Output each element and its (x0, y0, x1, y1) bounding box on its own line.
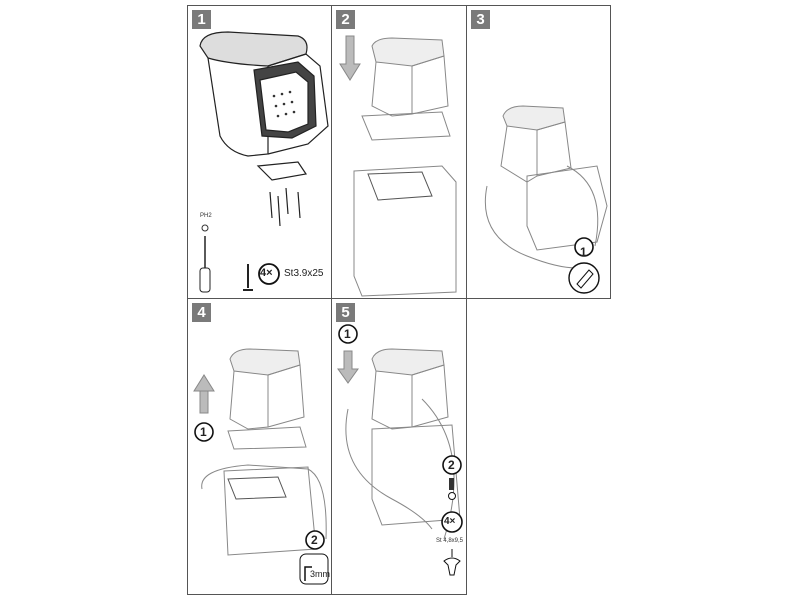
armrest-placement-illustration (339, 35, 457, 297)
step-5-panel: 5 1 2 4× St 4,8x9,5 (331, 298, 467, 595)
screw-icon (443, 557, 461, 576)
drill-size: 3mm (310, 569, 330, 579)
drill-icon (304, 566, 312, 581)
tool-label: PH2 (200, 213, 212, 219)
screwdriver-icon (449, 478, 454, 490)
callout-number: 1 (344, 327, 351, 341)
step-number: 3 (471, 10, 490, 29)
cable-tie-icon (576, 269, 594, 289)
down-arrow-icon (337, 350, 359, 384)
step-1-panel: 1 PH2 4× St3.9x25 (187, 5, 332, 299)
armrest-removal-illustration (193, 348, 329, 585)
screw-spec: St 4,8x9,5 (436, 538, 464, 544)
up-arrow-icon (193, 374, 215, 414)
down-arrow-icon (339, 35, 361, 81)
armrest-fixing-illustration (337, 324, 463, 576)
step-number: 1 (192, 10, 211, 29)
step-3-panel: 3 1 (466, 5, 611, 299)
screw-icon (243, 264, 253, 291)
cable-routing-illustration (484, 105, 608, 294)
callout-number: 2 (311, 533, 318, 547)
callout-number: 1 (580, 245, 587, 259)
screw-count: 4× (260, 267, 273, 279)
screw-spec: St3.9x25 (284, 268, 324, 279)
step-number: 4 (192, 303, 211, 322)
screwdriver-icon (199, 224, 211, 293)
step-2-panel: 2 (331, 5, 467, 299)
callout-number: 2 (448, 458, 455, 472)
armrest-assembly-illustration (199, 31, 329, 293)
screw-count: 4× (444, 516, 456, 527)
step-number: 2 (336, 10, 355, 29)
step-number: 5 (336, 303, 355, 322)
step-4-panel: 4 1 2 3mm (187, 298, 332, 595)
callout-number: 1 (200, 425, 207, 439)
